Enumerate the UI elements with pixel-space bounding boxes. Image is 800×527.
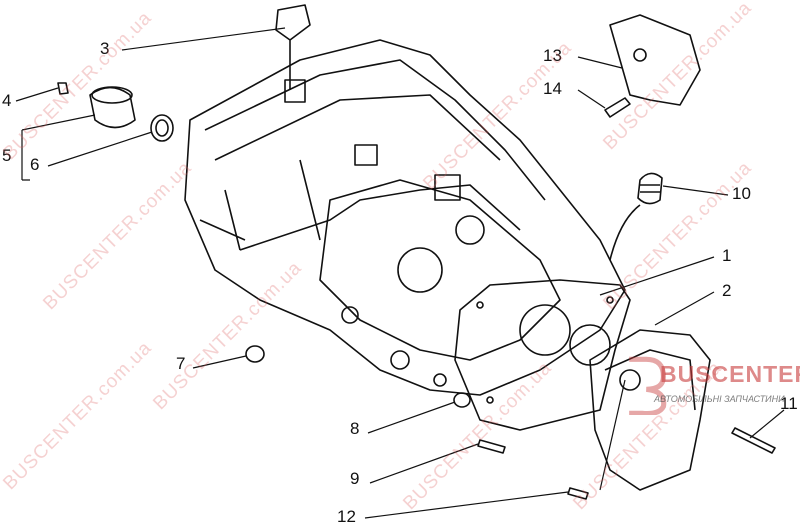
logo-tagline: АВТОМОБІЛЬНІ ЗАПЧАСТИНИ (654, 394, 785, 404)
logo-name: BUSCENTER (660, 361, 800, 387)
part-5 (89, 86, 136, 129)
gearbox-housing (184, 39, 626, 396)
callout-2: 2 (722, 281, 732, 300)
cover-plate (454, 279, 631, 431)
callout-10: 10 (732, 184, 751, 203)
part-8 (453, 392, 471, 408)
callout-12: 12 (337, 507, 356, 526)
part-7 (245, 345, 265, 363)
callout-9: 9 (350, 469, 360, 488)
callout-4: 4 (2, 91, 12, 110)
leader-lines (15, 27, 785, 519)
part-9 (477, 439, 506, 454)
part-12 (567, 487, 589, 500)
callout-7: 7 (176, 354, 186, 373)
callout-6: 6 (30, 155, 40, 174)
part-13 (609, 14, 701, 106)
callout-14: 14 (543, 79, 562, 98)
callout-8: 8 (350, 419, 360, 438)
logo-mark-icon (629, 356, 667, 415)
callout-1: 1 (722, 246, 732, 265)
part-14 (604, 97, 631, 118)
part-11 (731, 427, 776, 454)
rear-cover (589, 329, 711, 491)
buscenter-logo: BUSCENTER АВТОМОБІЛЬНІ ЗАПЧАСТИНИ (612, 355, 800, 415)
part-6 (150, 114, 174, 142)
callout-11: 11 (780, 394, 798, 413)
part-4 (57, 82, 69, 95)
callout-13: 13 (543, 46, 562, 65)
callout-5: 5 (2, 146, 12, 165)
part-10 (637, 172, 663, 205)
part-3 (275, 4, 311, 90)
callout-3: 3 (100, 39, 110, 58)
